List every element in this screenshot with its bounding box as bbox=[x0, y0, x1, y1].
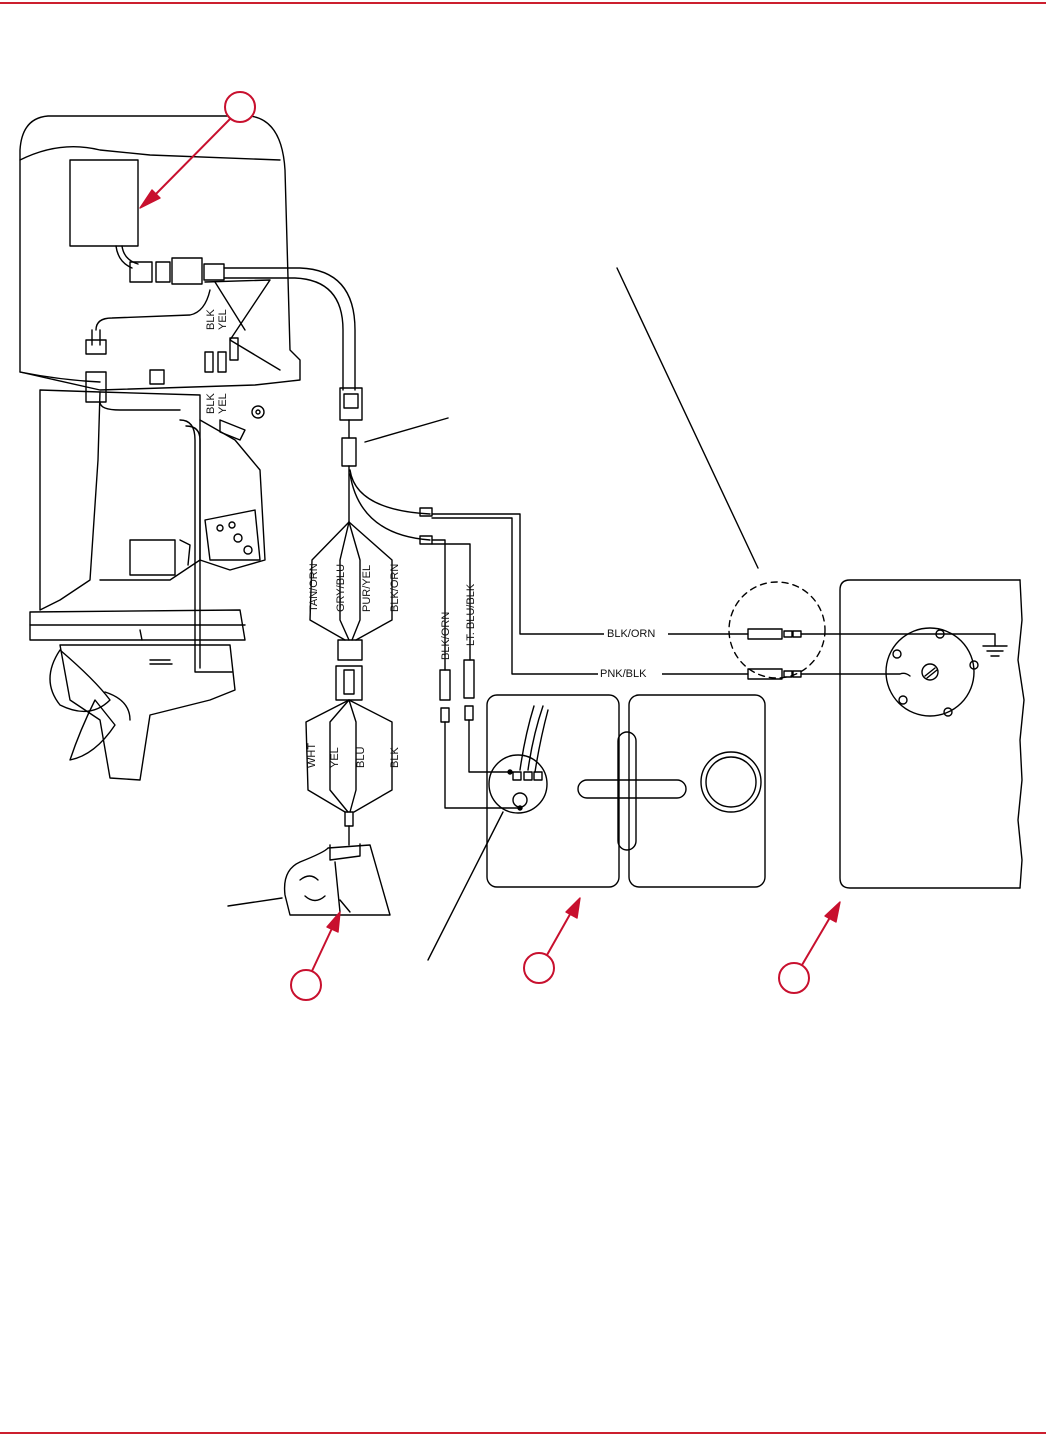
top-rule bbox=[0, 2, 1046, 4]
wire-label-wht: WHT bbox=[306, 743, 318, 768]
wire-label-gauge-signal: PNK/BLK bbox=[600, 668, 647, 680]
wire-label-tank-lt-blu-blk: LT. BLU/BLK bbox=[465, 583, 477, 646]
wire-label-gauge-ground: BLK/ORN bbox=[607, 628, 655, 640]
wire-label-pur-yel: PUR/YEL bbox=[361, 565, 373, 612]
red-circle-callout-icon bbox=[523, 897, 581, 984]
wire-labels: BLK YEL BLK YEL TAN/ORN GRY/BLU PUR/YEL … bbox=[205, 309, 668, 768]
wire-label-yel: YEL bbox=[329, 747, 341, 768]
wire-label-gry-blu: GRY/BLU bbox=[335, 564, 347, 612]
red-circle-callout-icon bbox=[290, 911, 341, 1001]
ground-symbol-icon bbox=[982, 645, 1008, 657]
dash-panel-illustration bbox=[728, 579, 1025, 889]
wire-label-tank-blk-orn: BLK/ORN bbox=[440, 612, 452, 660]
leader-lines bbox=[227, 267, 759, 961]
wire-label-blu: BLU bbox=[355, 747, 367, 768]
wire-label-blk-orn-harness: BLK/ORN bbox=[389, 564, 401, 612]
red-callouts bbox=[139, 91, 841, 1001]
outboard-engine-illustration bbox=[19, 115, 356, 781]
wire-label-upper-right-blk: BLK bbox=[205, 393, 217, 414]
wire-label-blk: BLK bbox=[389, 747, 401, 768]
wire-label-tan-orn: TAN/ORN bbox=[308, 563, 320, 612]
harness-trunk bbox=[305, 387, 433, 846]
transducer-illustration bbox=[283, 843, 391, 916]
wire-label-upper-left-yel: YEL bbox=[217, 309, 229, 330]
red-circle-callout-icon bbox=[778, 901, 841, 994]
red-circle-callout-icon bbox=[139, 91, 256, 209]
wire-label-upper-left-blk: BLK bbox=[205, 309, 217, 330]
bottom-rule bbox=[0, 1432, 1046, 1434]
fuel-tank-illustration bbox=[486, 694, 766, 888]
wire-label-upper-right-yel: YEL bbox=[217, 393, 229, 414]
tank-leads bbox=[431, 513, 749, 809]
